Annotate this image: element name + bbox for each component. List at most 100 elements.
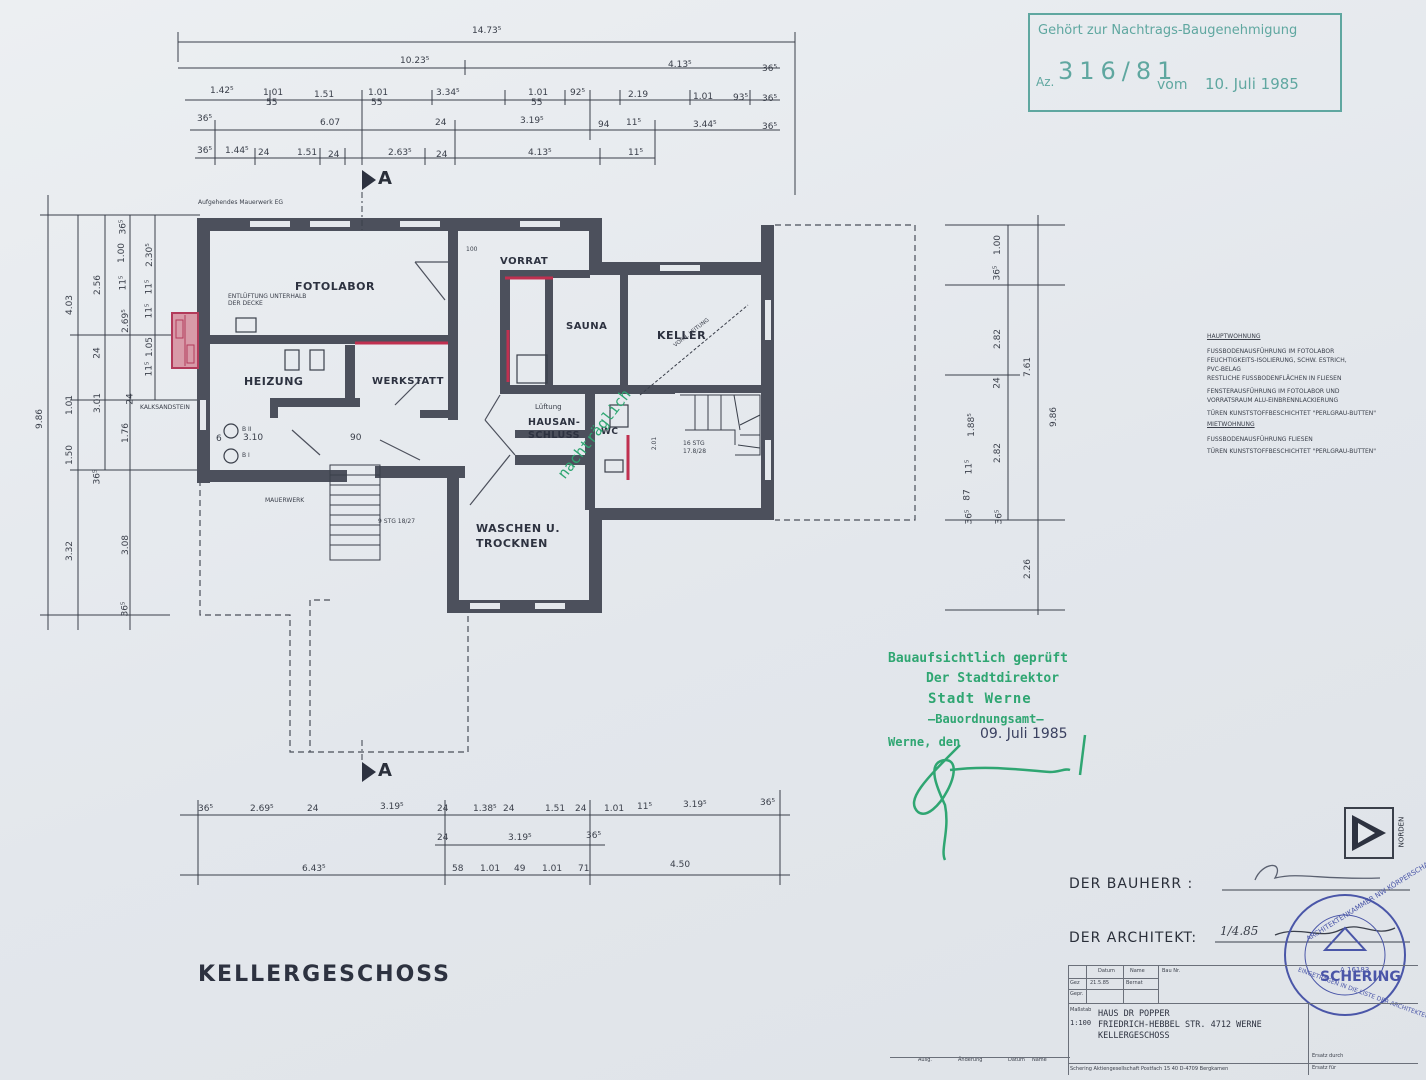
dim-left: 2.30⁵ (144, 243, 155, 267)
dim-top: 24 (328, 150, 340, 160)
dim-top: 55 (266, 98, 278, 108)
notes-line: FUSSBODENAUSFÜHRUNG IM FOTOLABOR (1207, 348, 1335, 355)
tb-bau-nr: Bau Nr. (1162, 968, 1181, 974)
dim-top: 36⁵ (762, 122, 778, 132)
dim-left: 1.50 (65, 444, 76, 466)
dim-left: 1.76 (121, 422, 132, 444)
room-vorrat: VORRAT (500, 256, 549, 267)
kalksandstein-label: KALKSANDSTEIN (140, 404, 190, 411)
dim-vorrat: 100 (466, 246, 478, 253)
room-keller: KELLER (657, 329, 707, 342)
section-label-top: A (378, 168, 392, 189)
north-label: NORDEN (1397, 816, 1406, 848)
drawing-title: KELLERGESCHOSS (198, 962, 451, 987)
tb-gez-name: Bernat (1126, 980, 1143, 986)
dim-top: 24 (258, 148, 270, 158)
dim-bottom: 24 (437, 804, 449, 814)
dim-bottom: 1.51 (545, 804, 566, 814)
dim-bottom: 1.01 (480, 864, 501, 874)
architekt-label: DER ARCHITEKT: (1069, 930, 1198, 946)
dim-top: 36⁵ (762, 94, 778, 104)
existing-pipe (639, 304, 749, 396)
notes-line: RESTLICHE FUSSBODENFLÄCHEN IN FLIESEN (1207, 375, 1342, 382)
bauherr-label: DER BAUHERR : (1069, 876, 1194, 892)
dim-right: 36⁵ (994, 509, 1005, 525)
dim-top: 36⁵ (197, 114, 213, 124)
dim-right: 7.61 (1023, 356, 1034, 378)
dim-top: 55 (371, 98, 383, 108)
dim-top: 11⁵ (628, 148, 644, 158)
room-werkstatt: WERKSTATT (372, 376, 444, 387)
specification-notes: HAUPTWOHNUNG FUSSBODENAUSFÜHRUNG IM FOTO… (1207, 332, 1417, 456)
revision-line (890, 1057, 1070, 1058)
dim-left: 2.56 (93, 274, 104, 296)
notes-line: FEUCHTIGKEITS-ISOLIERUNG, SCHW. ESTRICH, (1207, 357, 1347, 364)
dim-right: 2.82 (993, 442, 1004, 464)
permit-az-prefix: Az. (1036, 75, 1055, 89)
dim-top: 2.63⁵ (388, 148, 412, 158)
dim-left: 2.69⁵ (120, 309, 131, 333)
right-dimension-lines (945, 215, 1065, 615)
dim-bottom: 24 (307, 804, 319, 814)
signature-lines (1215, 889, 1410, 943)
dim-bottom: 3.19⁵ (683, 800, 707, 810)
section-label-bottom: A (378, 760, 392, 781)
section-arrow-top (362, 170, 376, 190)
dim-left: 11⁵ (144, 279, 155, 295)
architekt-signature-date: 1/4.85 (1220, 924, 1259, 938)
dim-left: 24 (125, 393, 136, 405)
title-block: Datum Name Gez 21.5.85 Bernat Gepr. Bau … (918, 965, 1418, 1075)
permit-az-number: 316/81 (1058, 57, 1179, 85)
dim-bottom: 36⁵ (586, 831, 602, 841)
dim-right: 1.00 (993, 234, 1004, 256)
dim-left: 9.86 (35, 408, 46, 430)
tb-aenderung: Änderung (958, 1057, 983, 1063)
dim-top: 6.07 (320, 118, 341, 128)
approval-line3: Stadt Werne (928, 691, 1032, 707)
approval-date: 09. Juli 1985 (980, 726, 1068, 742)
dim-top: 1.01 (693, 92, 714, 102)
lueftung-label: Lüftung (535, 403, 562, 411)
tb-ausg: Ausg. (918, 1057, 932, 1063)
tb-name2: Name (1032, 1057, 1047, 1063)
dim-left: 3.01 (93, 392, 104, 414)
dim-bottom: 3.19⁵ (508, 833, 532, 843)
dim-left: 11⁵ (118, 275, 129, 291)
left-dimension-lines (40, 195, 200, 630)
architect-seal (1284, 894, 1406, 1016)
dim-right: 2.26 (1023, 558, 1034, 580)
boiler-b1-label: B I (242, 452, 250, 459)
dim-left: 1.00 (117, 242, 128, 264)
fotolabor-note: DER DECKE (228, 300, 263, 307)
notes-line: TÜREN KUNSTSTOFFBESCHICHTET "PERLGRAU-BU… (1207, 410, 1377, 417)
dim-bottom: 11⁵ (637, 802, 653, 812)
dim-left: 3.08 (121, 534, 132, 556)
room-heizung: HEIZUNG (244, 375, 304, 388)
dim-right: 36⁵ (964, 509, 975, 525)
dim-bottom: 6.43⁵ (302, 864, 326, 874)
boiler-b2-label: B II (242, 426, 252, 433)
section-arrow-bottom (362, 762, 376, 782)
tb-gez-date: 21.5.85 (1090, 980, 1110, 986)
exterior-stairs-label: 9 STG 18/27 (378, 518, 416, 525)
bauherr-signature (1254, 864, 1381, 881)
dim-heizung: 90 (350, 433, 362, 443)
seal-number: A 16183 (1340, 966, 1370, 974)
north-arrow (1344, 807, 1394, 859)
dim-top: 10.23⁵ (400, 56, 430, 66)
dim-right: 2.82 (993, 328, 1004, 350)
aufgehendes-mauerwerk-label: Aufgehendes Mauerwerk EG (198, 199, 284, 206)
dim-heizung: 3.10 (243, 433, 264, 443)
tb-massstab: 1:100 (1070, 1019, 1092, 1027)
dim-heizung: 6 (216, 434, 222, 444)
approval-signature (912, 734, 1087, 861)
tb-line3: KELLERGESCHOSS (1098, 1031, 1170, 1041)
dim-left: 1.01 (65, 394, 76, 416)
dim-top: 3.19⁵ (520, 116, 544, 126)
dim-right: 9.86 (1049, 406, 1060, 428)
dim-left: 11⁵ (144, 303, 155, 319)
notes-line: FENSTERAUSFÜHRUNG IM FOTOLABOR UND (1207, 388, 1340, 395)
dim-top: 1.01 (528, 88, 549, 98)
tb-gez-label: Gez (1070, 980, 1080, 986)
